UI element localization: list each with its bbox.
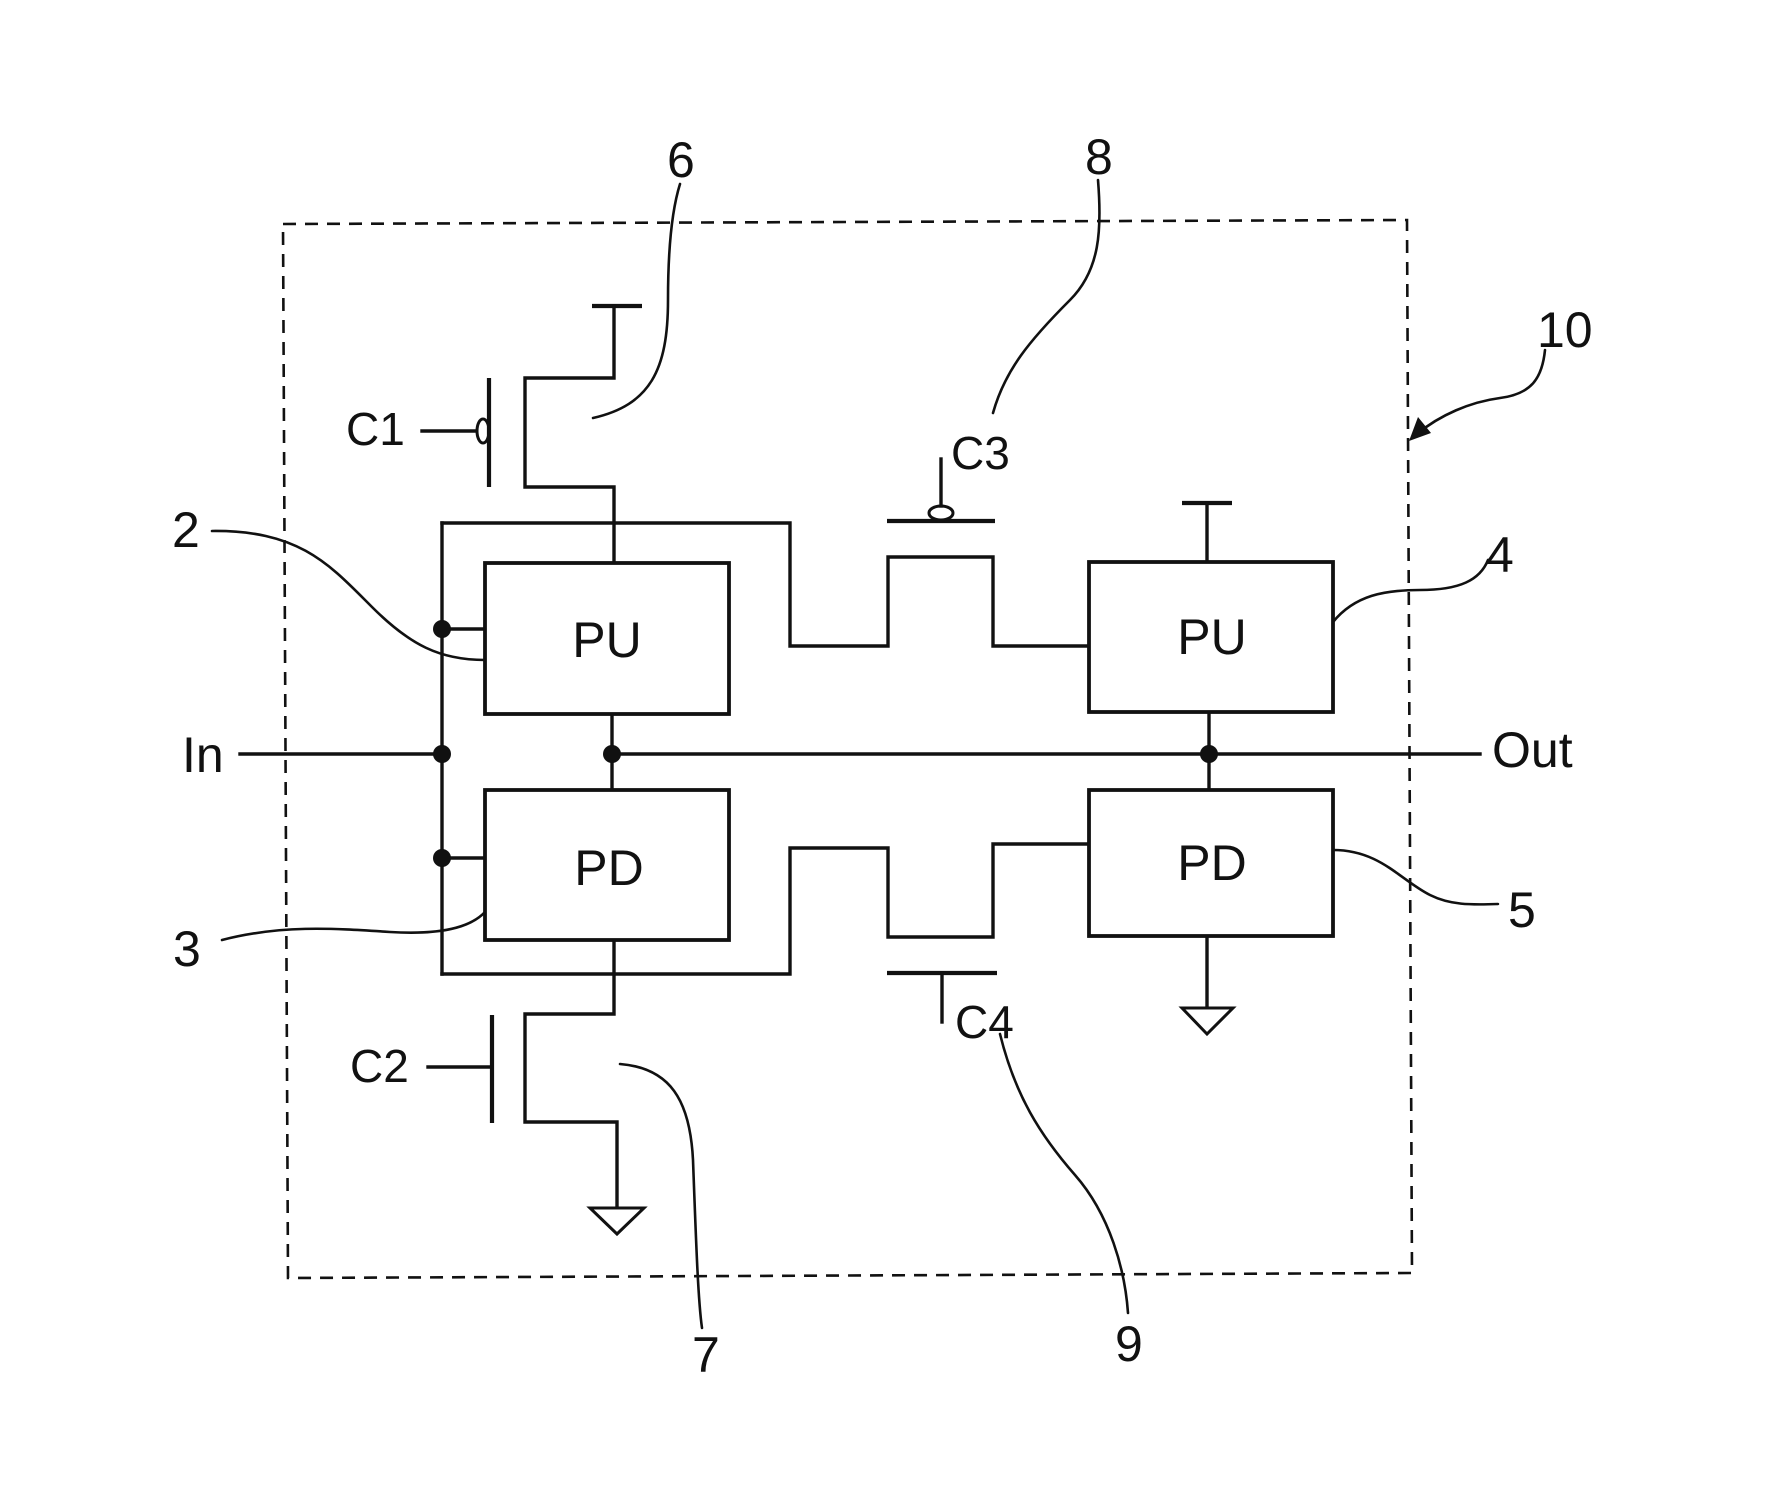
leader-8 (993, 180, 1100, 413)
control-c4-label: C4 (955, 996, 1014, 1048)
pull-down-left: PD (485, 790, 729, 940)
ref-4-label: 4 (1486, 527, 1514, 583)
leader-4 (1333, 560, 1488, 622)
junction-pd-gate (433, 849, 451, 867)
control-c2-label: C2 (350, 1040, 409, 1092)
leader-5 (1333, 850, 1498, 904)
transistor-8-bubble (929, 506, 953, 520)
leader-10 (1417, 350, 1545, 434)
leader-3 (222, 912, 485, 940)
control-c1-label: C1 (346, 403, 405, 455)
ref-7-label: 7 (692, 1327, 720, 1383)
arrowhead-10 (1409, 417, 1431, 441)
ref-5-label: 5 (1508, 882, 1536, 938)
pull-up-right: PU (1089, 562, 1333, 712)
leader-2 (212, 531, 485, 660)
junction-out-left (603, 745, 621, 763)
terminal-out-label: Out (1492, 722, 1573, 778)
transistor-7-wire (525, 940, 617, 1208)
ref-9-label: 9 (1115, 1316, 1143, 1372)
pull-down-right: PD (1089, 790, 1333, 936)
ground-right (1182, 1008, 1233, 1034)
junction-pu-gate (433, 620, 451, 638)
leader-9 (1000, 1034, 1128, 1313)
control-c3-label: C3 (951, 427, 1010, 479)
ref-6-label: 6 (667, 132, 695, 188)
pull-up-left: PU (485, 563, 729, 714)
pull-down-left-label: PD (574, 840, 643, 896)
pull-up-left-label: PU (572, 612, 641, 668)
pull-up-right-label: PU (1177, 609, 1246, 665)
pull-down-right-label: PD (1177, 835, 1246, 891)
ref-10-label: 10 (1537, 302, 1593, 358)
junction-out-right (1200, 745, 1218, 763)
circuit-boundary (283, 220, 1412, 1278)
junction-input (433, 745, 451, 763)
leader-7 (620, 1064, 702, 1328)
terminal-in-label: In (182, 727, 224, 783)
leader-6 (593, 184, 680, 418)
ref-3-label: 3 (173, 921, 201, 977)
ref-8-label: 8 (1085, 129, 1113, 185)
ref-2-label: 2 (172, 502, 200, 558)
ground-left (590, 1208, 644, 1234)
transistor-7 (428, 940, 644, 1234)
